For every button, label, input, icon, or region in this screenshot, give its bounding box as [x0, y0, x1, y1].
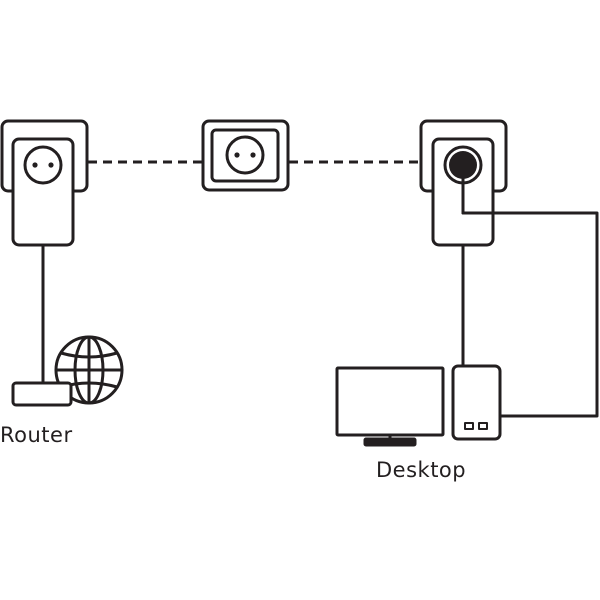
wall-socket-middle — [201, 119, 290, 192]
wall-socket-icon — [23, 145, 63, 185]
desktop-label: Desktop — [376, 458, 467, 482]
monitor-icon — [335, 366, 445, 447]
wall-socket-icon — [225, 135, 265, 175]
plug-icon — [443, 145, 483, 215]
powerline-adapter-right — [419, 119, 508, 247]
router-label: Router — [0, 423, 73, 447]
power-cable — [461, 211, 599, 418]
desktop-tower-icon — [451, 364, 502, 441]
adapter-body-left — [11, 137, 75, 247]
powerline-adapter-left — [0, 119, 89, 247]
router-icon — [11, 381, 73, 407]
